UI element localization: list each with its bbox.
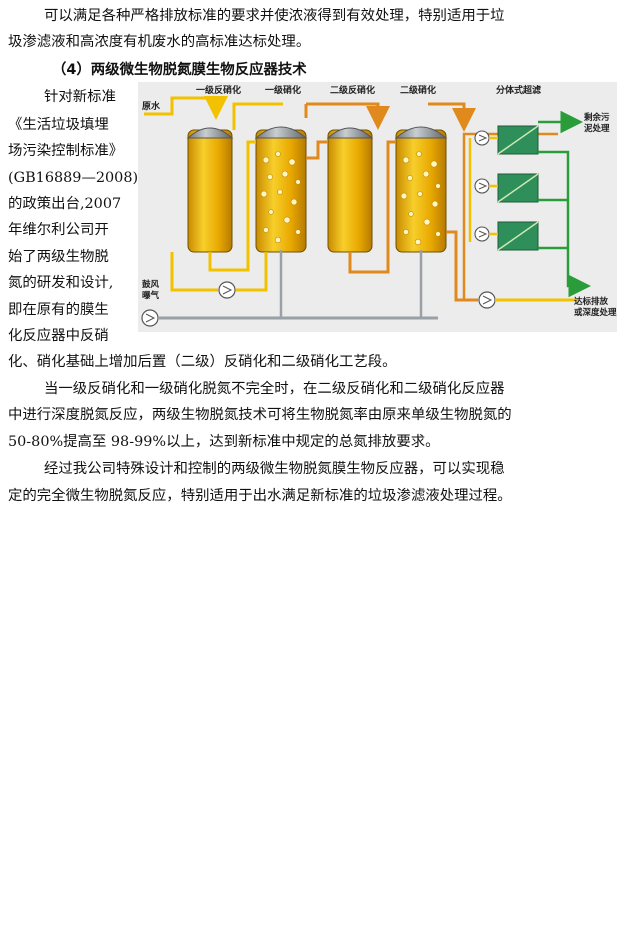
link-pipe-1 <box>208 140 256 272</box>
tank-stage2-denit <box>326 127 374 253</box>
label-stage2-denit: 二级反硝化 <box>330 84 375 96</box>
label-stage2-nit: 二级硝化 <box>400 84 436 96</box>
label-raw-water: 原水 <box>142 100 161 112</box>
tank-stage1-nit <box>254 126 308 253</box>
label-stage1-nit: 一级硝化 <box>265 84 301 96</box>
label-aeration-1: 鼓风 <box>142 279 160 290</box>
pump-icon <box>218 281 236 299</box>
recirc-loop <box>170 252 218 292</box>
recycle-pipe-1 <box>232 102 283 130</box>
intro-line-1: 可以满足各种严格排放标准的要求并使浓液得到有效处理，特别适用于垃 <box>44 8 505 24</box>
uf-module-3 <box>474 221 539 251</box>
side-line: 即在原有的膜生 <box>8 302 109 318</box>
blower-icon <box>141 309 159 327</box>
side-line: 针对新标准 <box>44 89 116 105</box>
link-pipe-3 <box>306 140 328 160</box>
side-line: 《生活垃圾填埋 <box>8 117 109 133</box>
side-line: 始了两级生物脱 <box>8 249 109 265</box>
uf-feed-pump-icon <box>478 291 496 309</box>
body-line-4: 经过我公司特殊设计和控制的两级微生物脱氮膜生物反应器，可以实现稳 <box>44 461 505 477</box>
uf-feed-pipe <box>446 230 478 302</box>
raw-water-pipe <box>144 96 228 120</box>
side-continuation: 化、硝化基础上增加后置（二级）反硝化和二级硝化工艺段。 <box>8 354 397 370</box>
label-excess-sludge-2: 泥处理 <box>584 123 610 134</box>
recycle-pipe-2 <box>306 102 390 130</box>
intro-line-2: 圾渗滤液和高浓度有机废水的高标准达标处理。 <box>8 34 311 50</box>
permeate-pipe <box>538 150 591 298</box>
label-discharge-1: 达标排放 <box>574 296 609 307</box>
process-diagram: 一级反硝化 一级硝化 二级反硝化 二级硝化 分体式超滤 原水 <box>138 82 617 332</box>
side-line: 年维尔利公司开 <box>8 222 109 238</box>
section-heading: （4）两级微生物脱氮膜生物反应器技术 <box>52 62 307 78</box>
uf-module-1 <box>474 125 539 155</box>
label-discharge-2: 或深度处理 <box>574 307 617 318</box>
body-line-1: 当一级反硝化和一级硝化脱氮不完全时，在二级反硝化和二级硝化反应器 <box>44 381 505 397</box>
label-ultrafiltration: 分体式超滤 <box>496 84 541 96</box>
tank-stage2-nit <box>394 126 448 253</box>
label-aeration-2: 曝气 <box>142 290 160 301</box>
body-line-2: 中进行深度脱氮反应，两级生物脱氮技术可将生物脱氮率由原来单级生物脱氮的 <box>8 407 512 423</box>
tank-stage1-denit <box>186 127 234 253</box>
side-line: (GB16889—2008) <box>8 170 139 186</box>
label-stage1-denit: 一级反硝化 <box>196 84 241 96</box>
side-line: 化反应器中反硝 <box>8 328 109 344</box>
side-line: 场污染控制标准》 <box>8 143 124 159</box>
body-line-5: 定的完全微生物脱氮反应，特别适用于出水满足新标准的垃圾渗滤液处理过程。 <box>8 488 512 504</box>
body-line-3: 50-80%提高至 98-99%以上，达到新标准中规定的总氮排放要求。 <box>8 434 440 450</box>
link-pipe-2 <box>348 140 396 274</box>
recycle-pipe-4 <box>428 102 476 132</box>
side-line: 的政策出台,2007 <box>8 196 122 212</box>
uf-module-2 <box>474 173 539 203</box>
label-excess-sludge-1: 剩余污 <box>584 112 610 123</box>
side-line: 氮的研发和设计, <box>8 275 114 291</box>
